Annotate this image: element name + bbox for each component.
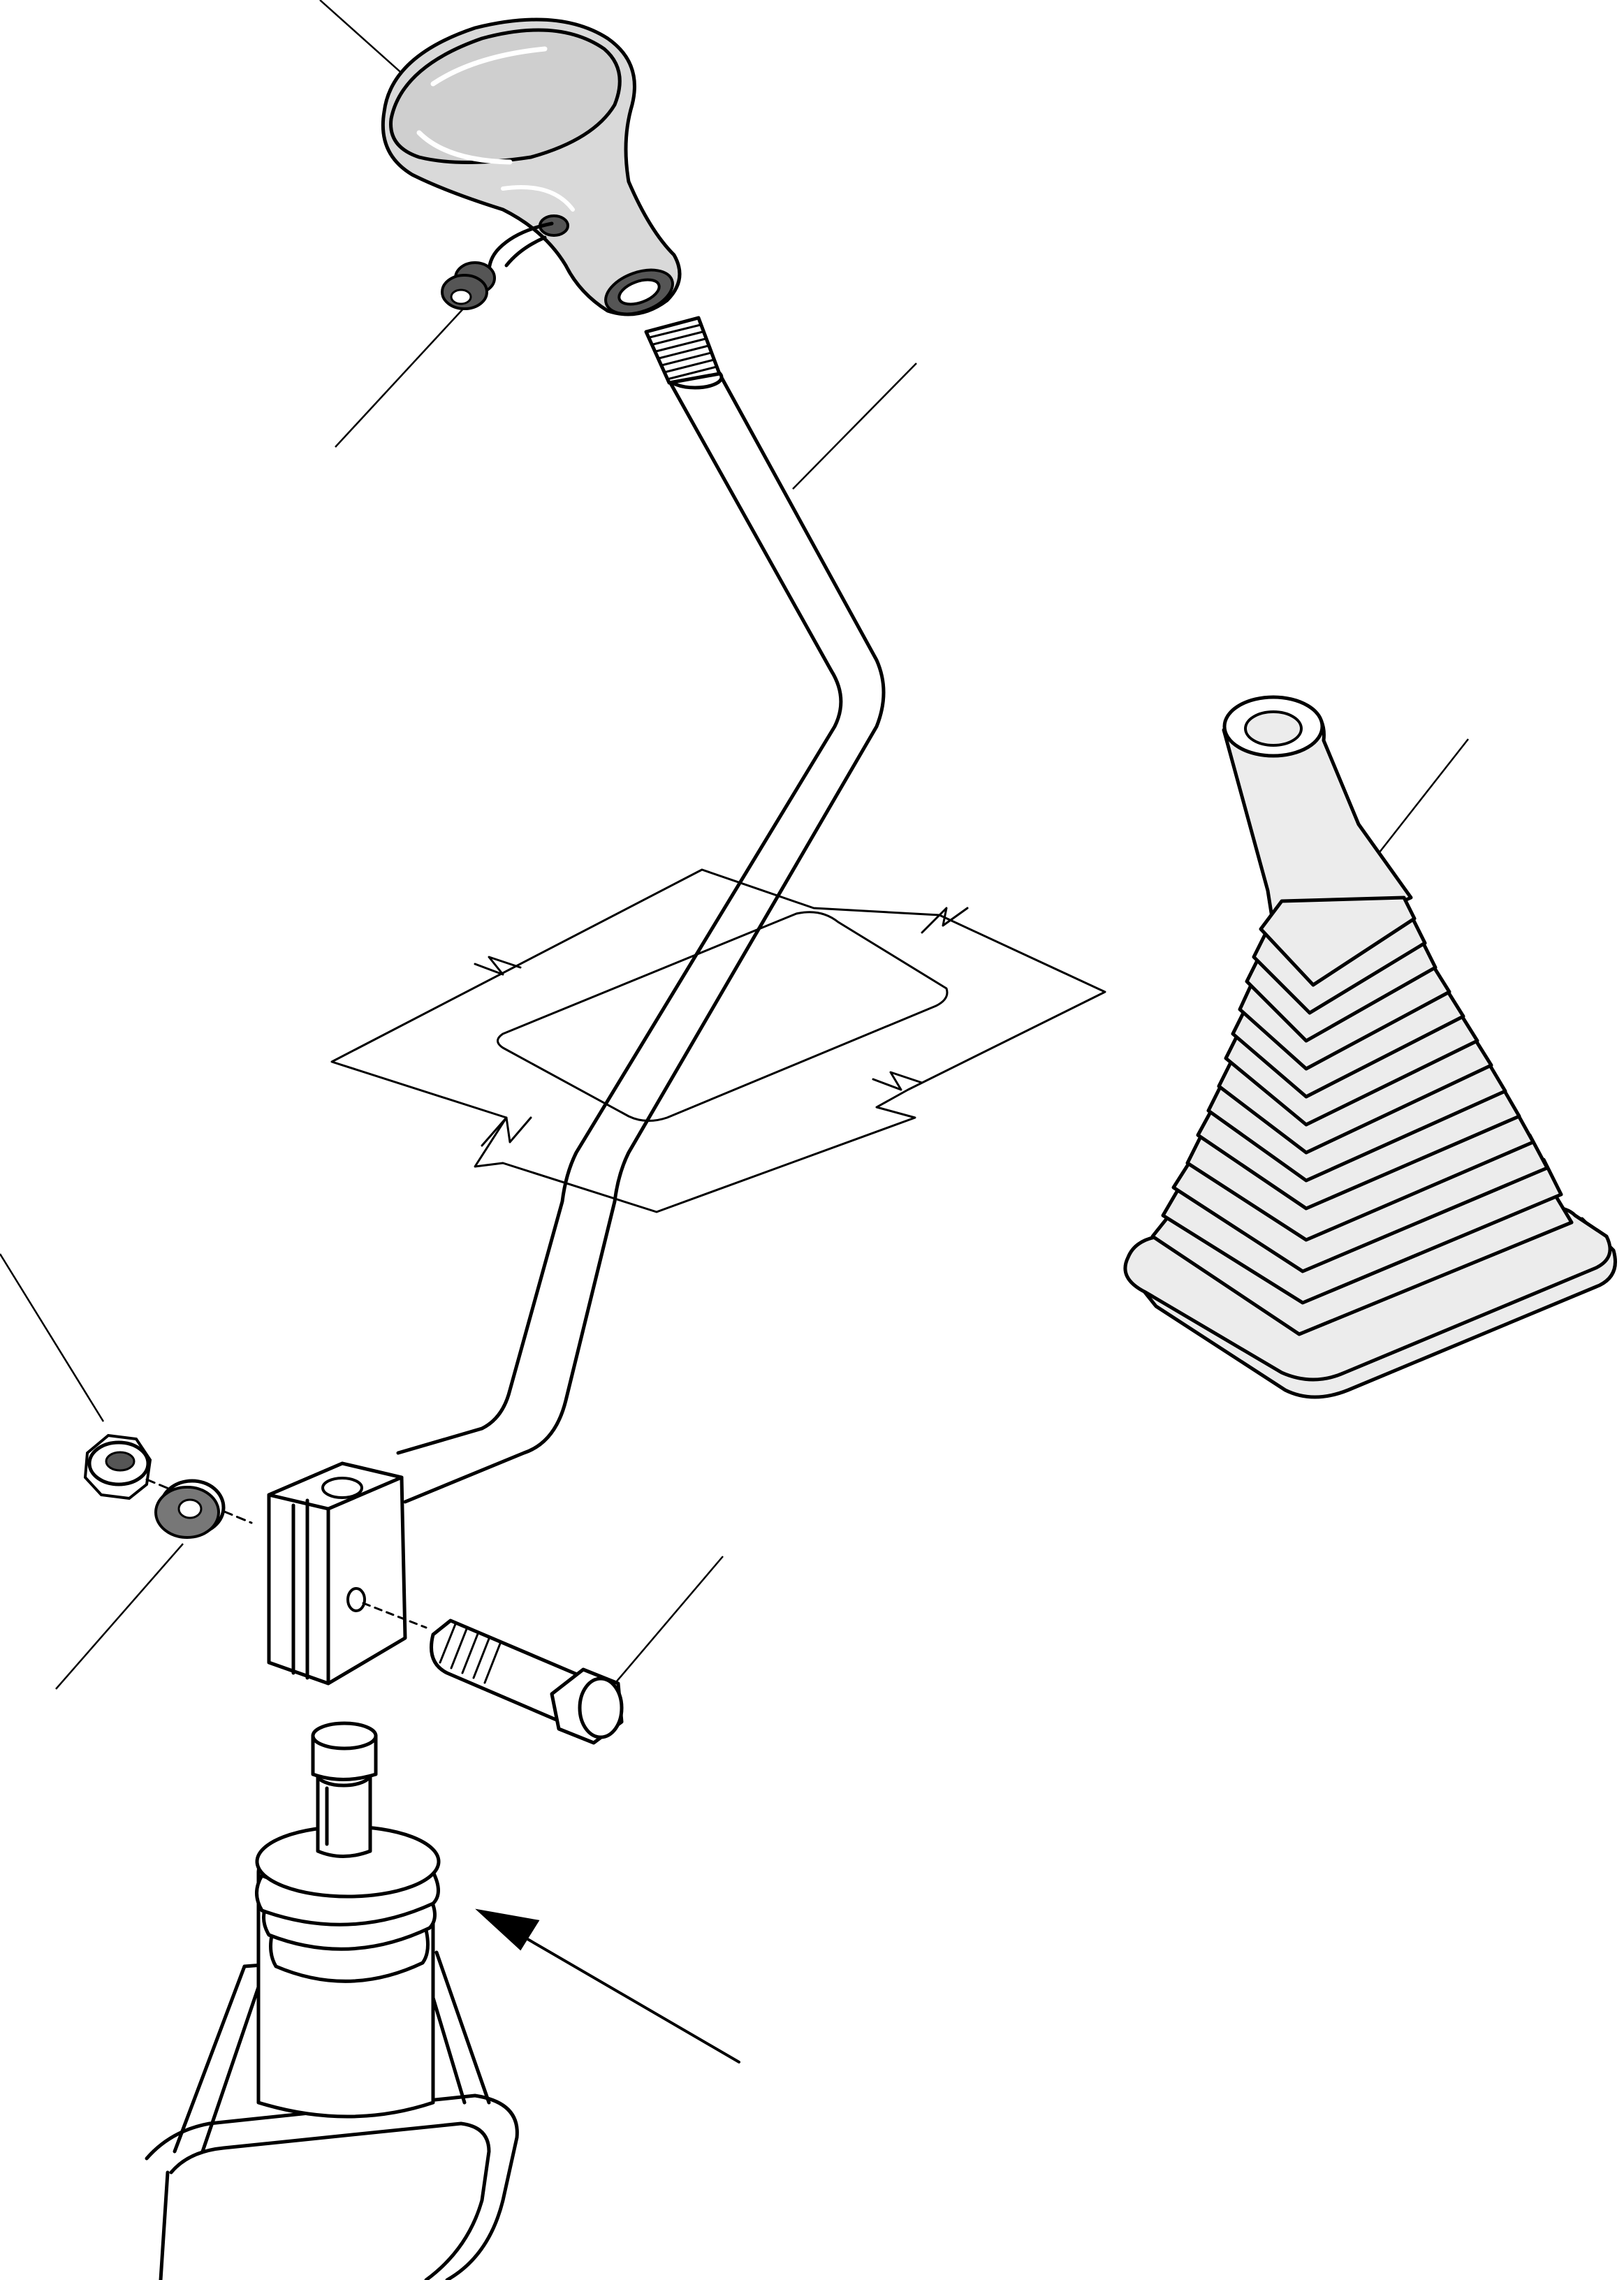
leader-lever (792, 363, 917, 490)
leader-knob (319, 0, 413, 83)
knob-switch-plug-icon (441, 221, 554, 310)
hex-nut-icon (83, 1433, 253, 1524)
rubber-gaiter-boot-icon (1123, 695, 1617, 1399)
direction-arrow-icon (475, 1908, 740, 2063)
lever-rod-icon (396, 316, 886, 1504)
washer-icon (154, 1479, 226, 1539)
clamp-block-icon (267, 1461, 407, 1686)
gear-lever-knob-icon (381, 17, 682, 316)
floor-panel-icon (330, 868, 1106, 1213)
bolt-icon (362, 1602, 624, 1745)
leader-boot (1379, 738, 1469, 853)
leader-lines (0, 0, 1469, 1711)
gearbox-control-unit-icon (145, 1721, 519, 2280)
leader-washer (55, 1543, 184, 1690)
leader-nut (0, 1253, 105, 1422)
leader-switch (335, 307, 465, 448)
